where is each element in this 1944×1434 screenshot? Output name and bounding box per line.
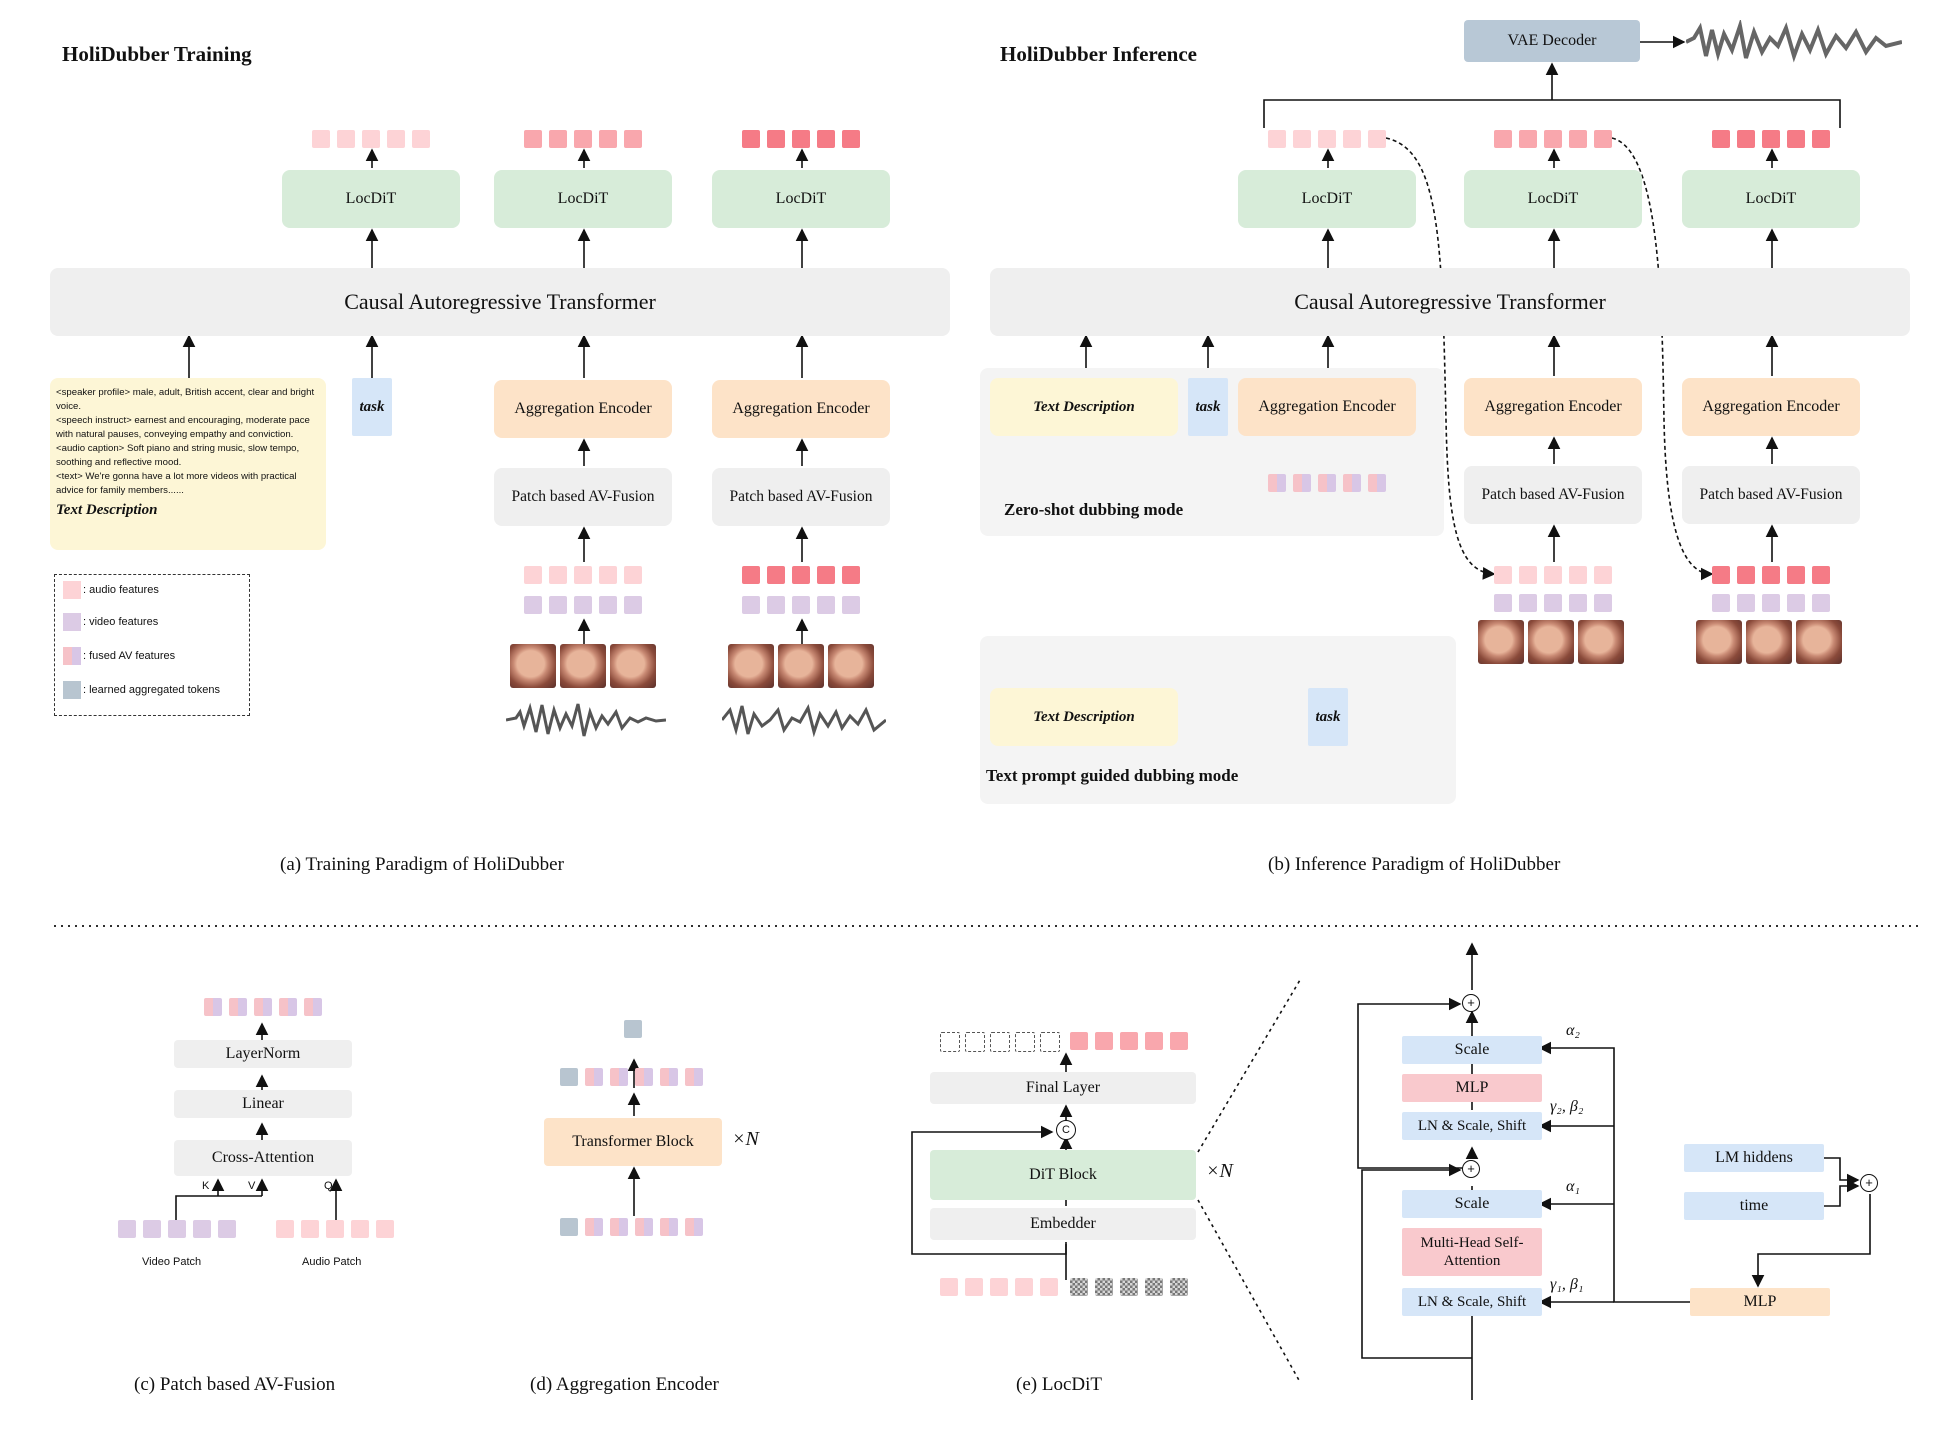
fusion-video-patch-label: Video Patch	[142, 1256, 202, 1268]
inference-locdit-3: LocDiT	[1682, 170, 1860, 228]
zero-shot-mode-label: Zero-shot dubbing mode	[1004, 500, 1184, 519]
text-description-line: <text> We're gonna have a lot more video…	[56, 471, 297, 496]
training-locdit-1: LocDiT	[282, 170, 460, 228]
legend-item-learned: : learned aggregated tokens	[63, 681, 220, 699]
legend-swatch-fused	[63, 647, 81, 665]
text-prompt-mode-label: Text prompt guided dubbing mode	[986, 766, 1239, 785]
time-embedding: time	[1684, 1192, 1824, 1220]
text-description-line: <speech instruct> earnest and encouragin…	[56, 415, 310, 440]
training-causal-transformer: Causal Autoregressive Transformer	[50, 268, 950, 336]
fusion-caption: (c) Patch based AV-Fusion	[134, 1374, 336, 1395]
locdit-dit-block: DiT Block	[930, 1150, 1196, 1200]
alpha2-label: α₂	[1566, 1022, 1580, 1039]
fusion-v-label: V	[248, 1180, 256, 1192]
training-task-token: task	[352, 378, 392, 436]
training-waveform-2	[722, 704, 886, 738]
training-title: HoliDubber Training	[62, 42, 252, 66]
dit-multi-head-self-attention: Multi-Head Self-Attention	[1402, 1228, 1542, 1276]
training-locdit-3: LocDiT	[712, 170, 890, 228]
dit-residual-add-top: +	[1462, 994, 1480, 1012]
zero-shot-task-token: task	[1188, 378, 1228, 436]
inference-patch-fusion-2: Patch based AV-Fusion	[1464, 466, 1642, 524]
legend-swatch-video	[63, 613, 81, 631]
training-aggregation-encoder-2: Aggregation Encoder	[712, 380, 890, 438]
dit-ln-scale-shift-top: LN & Scale, Shift	[1402, 1112, 1542, 1140]
fusion-q-label: Q	[324, 1180, 333, 1192]
inference-title: HoliDubber Inference	[1000, 42, 1197, 66]
legend-item-fused: : fused AV features	[63, 647, 175, 665]
fusion-k-label: K	[202, 1180, 210, 1192]
locdit-caption: (e) LocDiT	[1016, 1374, 1102, 1395]
training-patch-fusion-2: Patch based AV-Fusion	[712, 468, 890, 526]
lm-hiddens: LM hiddens	[1684, 1144, 1824, 1172]
fusion-audio-patch-label: Audio Patch	[302, 1256, 362, 1268]
dit-scale-top: Scale	[1402, 1036, 1542, 1064]
output-waveform	[1686, 20, 1902, 63]
training-patch-fusion-1: Patch based AV-Fusion	[494, 468, 672, 526]
fusion-linear: Linear	[174, 1090, 352, 1118]
fusion-layernorm: LayerNorm	[174, 1040, 352, 1068]
inference-locdit-1: LocDiT	[1238, 170, 1416, 228]
locdit-concat-node: C	[1056, 1120, 1076, 1140]
inference-aggregation-encoder-3: Aggregation Encoder	[1682, 378, 1860, 436]
dit-ln-scale-shift-bottom: LN & Scale, Shift	[1402, 1288, 1542, 1316]
aggregation-times-n: ×N	[732, 1128, 759, 1150]
training-locdit-2: LocDiT	[494, 170, 672, 228]
condition-mlp: MLP	[1690, 1288, 1830, 1316]
gamma2-beta2-label: γ₂, β₂	[1550, 1098, 1584, 1115]
locdit-times-n: ×N	[1206, 1160, 1233, 1182]
transformer-block: Transformer Block	[544, 1118, 722, 1166]
legend-swatch-learned	[63, 681, 81, 699]
gamma1-beta1-label: γ₁, β₁	[1550, 1276, 1584, 1293]
aggregation-caption: (d) Aggregation Encoder	[530, 1374, 719, 1395]
inference-patch-fusion-3: Patch based AV-Fusion	[1682, 466, 1860, 524]
inference-aggregation-encoder-2: Aggregation Encoder	[1464, 378, 1642, 436]
dit-mlp: MLP	[1402, 1074, 1542, 1102]
zero-shot-text-description: Text Description	[990, 378, 1178, 436]
alpha1-label: α₁	[1566, 1178, 1580, 1195]
aggregation-output-token	[624, 1020, 642, 1038]
legend-item-audio: : audio features	[63, 581, 159, 599]
text-description-line: <speaker profile> male, adult, British a…	[56, 387, 315, 412]
legend-item-video: : video features	[63, 613, 158, 631]
text-description-line: <audio caption> Soft piano and string mu…	[56, 443, 300, 468]
locdit-embedder: Embedder	[930, 1208, 1196, 1240]
training-aggregation-encoder-1: Aggregation Encoder	[494, 380, 672, 438]
inference-locdit-2: LocDiT	[1464, 170, 1642, 228]
training-text-description-box: <speaker profile> male, adult, British a…	[50, 378, 326, 550]
training-waveform-1	[506, 702, 666, 737]
text-prompt-task-token: task	[1308, 688, 1348, 746]
inference-caption: (b) Inference Paradigm of HoliDubber	[1268, 854, 1561, 875]
dit-residual-add-bottom: +	[1462, 1160, 1480, 1178]
legend-swatch-audio	[63, 581, 81, 599]
condition-add-node: +	[1860, 1174, 1878, 1192]
training-text-description-label: Text Description	[56, 502, 158, 518]
fusion-cross-attention: Cross-Attention	[174, 1140, 352, 1176]
inference-causal-transformer: Causal Autoregressive Transformer	[990, 268, 1910, 336]
training-caption: (a) Training Paradigm of HoliDubber	[280, 854, 564, 875]
text-prompt-text-description: Text Description	[990, 688, 1178, 746]
locdit-final-layer: Final Layer	[930, 1072, 1196, 1104]
training-text-description-lines: <speaker profile> male, adult, British a…	[56, 386, 320, 498]
zero-shot-aggregation-encoder: Aggregation Encoder	[1238, 378, 1416, 436]
training-legend: : audio features : video features : fuse…	[54, 574, 250, 716]
dit-scale-bottom: Scale	[1402, 1190, 1542, 1218]
vae-decoder: VAE Decoder	[1464, 20, 1640, 62]
